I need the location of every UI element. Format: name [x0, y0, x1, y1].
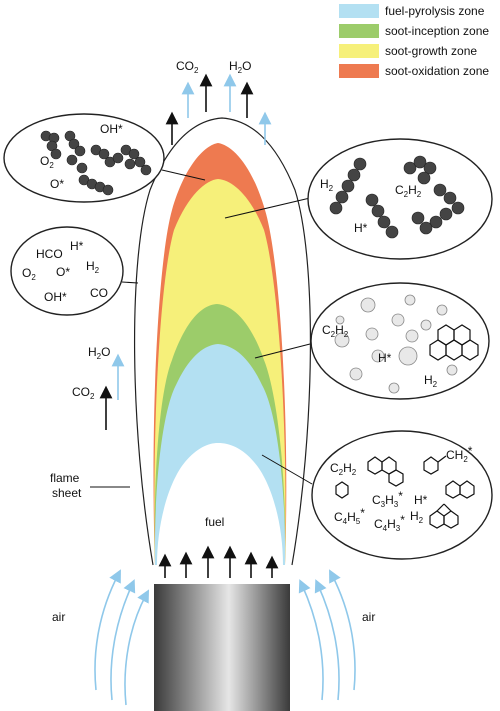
species-h-growth: H* [354, 221, 368, 235]
species-o2-radical: O2 [22, 266, 36, 282]
species-c4h3-pyrolysis: C4H3* [374, 513, 405, 533]
species-h-pyrolysis: H* [414, 493, 428, 507]
bubble-inception: C2H2 H* H2 [310, 282, 490, 400]
air-arrows-left [94, 569, 150, 706]
species-h2-growth: H2 [320, 177, 334, 193]
zone-fuel [157, 443, 283, 565]
burner-tube [154, 584, 290, 711]
species-h2-radical: H2 [86, 259, 100, 275]
h2o-label-side: H2O [88, 345, 110, 361]
legend-swatch-oxidation [339, 64, 379, 78]
species-c2h2-growth: C2H2 [395, 183, 422, 199]
species-c4h5-pyrolysis: C4H5* [334, 506, 365, 526]
leader-lines [121, 169, 313, 485]
fuel-label: fuel [205, 515, 224, 529]
sheet-label: sheet [52, 486, 82, 500]
species-oh-radical: OH* [44, 290, 67, 304]
species-h2-pyrolysis: H2 [410, 509, 424, 525]
bubble-growth: H2 C2H2 H* [307, 138, 493, 260]
product-arrows-top [165, 73, 272, 145]
species-h-inception: H* [378, 351, 392, 365]
flame-label: flame [50, 471, 80, 485]
co2-label-side: CO2 [72, 385, 95, 401]
legend-label-growth: soot-growth zone [385, 44, 477, 58]
air-arrows-right [298, 569, 356, 701]
air-label-right: air [362, 610, 375, 624]
species-hco: HCO [36, 247, 63, 261]
species-o-oxidation: O* [50, 177, 64, 191]
bubble-radicals: HCO H* O2 O* H2 OH* CO [10, 226, 124, 316]
h2o-label-top: H2O [229, 59, 251, 75]
nuclei-particles [334, 294, 458, 394]
bubble-pyrolysis: C2H2 CH2* C3H3* H2 H* C4H5* C4H3* [311, 430, 493, 560]
air-label-left: air [52, 610, 65, 624]
species-c2h2-inception: C2H2 [322, 323, 349, 339]
species-h-radical: H* [70, 239, 84, 253]
soot-aggregates-growth [329, 155, 465, 239]
species-co-radical: CO [90, 286, 108, 300]
soot-aggregates-oxidation [40, 130, 152, 196]
species-h2-inception: H2 [424, 373, 438, 389]
species-c3h3-pyrolysis: C3H3* [372, 489, 403, 509]
flame: fuel [134, 117, 311, 566]
species-oh-oxidation: OH* [100, 122, 123, 136]
bubble-oxidation: OH* O2 O* [3, 113, 165, 203]
legend-swatch-inception [339, 24, 379, 38]
aromatic-molecules [335, 455, 475, 529]
legend-label-inception: soot-inception zone [385, 24, 489, 38]
legend: fuel-pyrolysis zone soot-inception zone … [339, 4, 489, 78]
pah-molecule-inception [429, 324, 479, 361]
species-o-radical: O* [56, 265, 70, 279]
species-o2-oxidation: O2 [40, 154, 54, 170]
species-c2h2-pyrolysis: C2H2 [330, 461, 357, 477]
legend-label-oxidation: soot-oxidation zone [385, 64, 489, 78]
fuel-arrows [158, 545, 279, 578]
species-ch2-pyrolysis: CH2* [446, 444, 473, 464]
legend-swatch-growth [339, 44, 379, 58]
legend-label-pyrolysis: fuel-pyrolysis zone [385, 4, 485, 18]
legend-swatch-pyrolysis [339, 4, 379, 18]
co2-label-top: CO2 [176, 59, 199, 75]
